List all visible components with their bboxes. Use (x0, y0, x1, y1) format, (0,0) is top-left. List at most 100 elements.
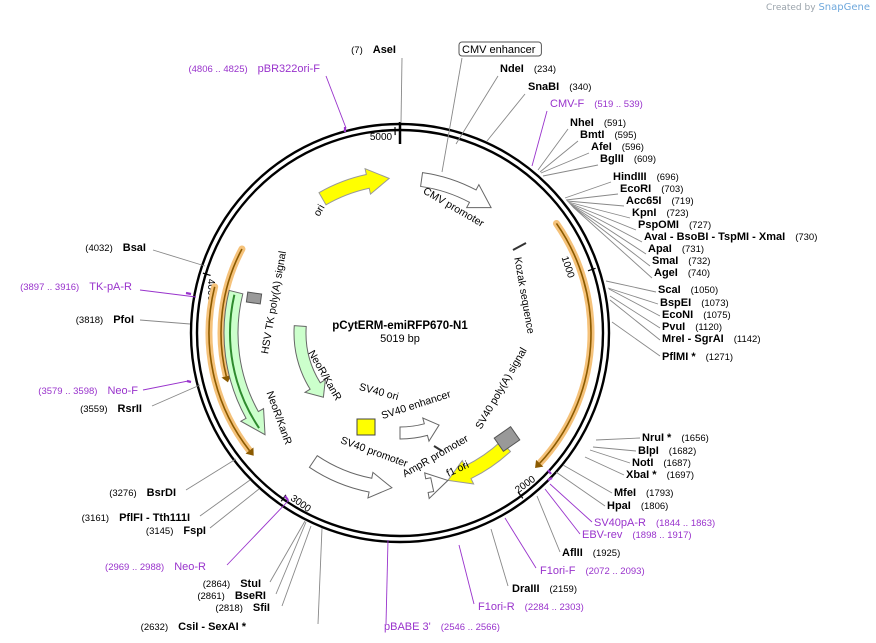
label-name: PspOMI (638, 219, 679, 231)
label-name: AfeI (591, 141, 612, 153)
label-name: NruI * (642, 432, 672, 444)
enzyme-label: Acc65I (719) (626, 195, 694, 207)
label-position: (3818) (76, 315, 103, 326)
primer-tick (547, 469, 552, 475)
label-name: pBR322ori-F (258, 63, 321, 75)
enzyme-leader-line (609, 295, 661, 329)
plasmid-name: pCytERM-emiRFP670-N1 (332, 320, 468, 332)
label-position: (1120) (695, 322, 722, 333)
enzyme-label: AseI(7) (351, 44, 396, 56)
label-name: BsrDI (147, 487, 176, 499)
enzyme-leader-line (536, 495, 561, 553)
enzyme-leader-line (139, 319, 191, 325)
primer-label: CMV-F(519 .. 539) (550, 98, 643, 110)
label-name: EcoRI (620, 183, 651, 195)
label-position: (1844 .. 1863) (656, 518, 715, 529)
enzyme-label: HpaI(1806) (607, 500, 668, 512)
enzyme-label: BsaI(4032) (85, 242, 146, 254)
label-name: BmtI (580, 129, 604, 141)
label-position: (3145) (146, 526, 173, 537)
label-position: (2864) (203, 579, 230, 590)
label-position: (3161) (82, 513, 109, 524)
enzyme-label: CsiI - SexAI *(2632) (141, 621, 247, 633)
primer-label: F1ori-F(2072 .. 2093) (540, 565, 645, 577)
primer-label: TK-pA-R(3897 .. 3916) (20, 281, 132, 293)
label-name: Neo-R (174, 561, 206, 573)
enzyme-leader-line (572, 206, 653, 279)
label-name: MreI - SgrAI (662, 333, 724, 345)
label-name: KpnI (632, 207, 656, 219)
primer-label: F1ori-R(2284 .. 2303) (478, 601, 584, 613)
enzyme-label: StuI(2864) (203, 578, 261, 590)
enzyme-leader-line (539, 140, 579, 173)
feature-sv40-enhancer-arrow (399, 417, 440, 443)
label-position: (2969 .. 2988) (105, 562, 164, 573)
feature-leader-line (441, 57, 463, 173)
enzyme-label: BmtI(595) (580, 129, 637, 141)
enzyme-leader-line (570, 204, 647, 255)
enzyme-label: PfoI(3818) (76, 314, 134, 326)
label-position: (703) (661, 184, 683, 195)
enzyme-leader-line (571, 205, 651, 267)
label-name: DraIII (512, 583, 540, 595)
label-name: NotI (632, 457, 653, 469)
label-position: (2632) (141, 622, 168, 633)
enzyme-label: NotI(1687) (632, 457, 691, 469)
label-position: (723) (666, 208, 688, 219)
primer-leader-line (531, 110, 548, 167)
label-position: (3579 .. 3598) (38, 386, 97, 397)
enzyme-label: BspEI(1073) (660, 297, 729, 309)
label-name: NheI (570, 117, 594, 129)
cmv-enhancer-label: CMV enhancer (462, 44, 536, 56)
label-position: (719) (671, 196, 693, 207)
enzyme-leader-line (151, 384, 201, 407)
enzyme-leader-line (608, 288, 661, 317)
enzyme-label: ScaI(1050) (658, 284, 718, 296)
cmv-enhancer-box (458, 41, 542, 57)
label-position: (2159) (550, 584, 577, 595)
label-position: (519 .. 539) (594, 99, 643, 110)
enzyme-leader-line (589, 449, 631, 464)
enzyme-leader-line (567, 201, 631, 219)
label-position: (1806) (641, 501, 668, 512)
enzyme-label: BglII(609) (600, 153, 656, 165)
label-position: (1271) (706, 352, 733, 363)
label-position: (731) (682, 244, 704, 255)
label-position: (732) (688, 256, 710, 267)
credit-prefix: Created by (766, 3, 816, 13)
enzyme-leader-line (185, 458, 237, 491)
enzyme-label: NheI (591) (570, 117, 626, 129)
feature-ori-arrow (318, 167, 391, 206)
enzyme-leader-line (605, 280, 657, 293)
feature-neor-outer-arrow (223, 289, 266, 436)
primer-label: Neo-F(3579 .. 3598) (38, 385, 138, 397)
enzyme-leader-line (569, 203, 643, 243)
primer-leader-line (549, 483, 593, 523)
enzyme-label: AgeI(740) (654, 267, 710, 279)
label-name: PvuI (662, 321, 685, 333)
feature-callout: CMV enhancer (458, 41, 542, 57)
enzyme-label: MfeI(1793) (614, 487, 673, 499)
label-position: (1682) (669, 446, 696, 457)
label-name: AvaI - BsoBI - TspMI - XmaI (644, 231, 785, 243)
primer-label: Neo-R (2969 .. 2988) (105, 561, 206, 573)
label-name: AgeI (654, 267, 678, 279)
label-position: (1898 .. 1917) (632, 530, 691, 541)
label-position: (730) (795, 232, 817, 243)
label-position: (1793) (646, 488, 673, 499)
label-position: (609) (634, 154, 656, 165)
enzyme-label: BlpI(1682) (638, 445, 696, 457)
enzyme-leader-line (584, 456, 625, 476)
label-position: (234) (534, 64, 556, 75)
label-position: (591) (604, 118, 626, 129)
label-name: BspEI (660, 297, 691, 309)
label-position: (2072 .. 2093) (585, 566, 644, 577)
enzyme-label: XbaI *(1697) (626, 469, 694, 481)
enzyme-leader-line (269, 520, 306, 583)
label-position: (596) (622, 142, 644, 153)
primer-leader-line (139, 289, 197, 298)
label-name: F1ori-R (478, 601, 515, 613)
label-name: BseRI (235, 590, 266, 602)
label-name: Acc65I (626, 195, 661, 207)
snapgene-logo: SnapGene (818, 2, 870, 13)
